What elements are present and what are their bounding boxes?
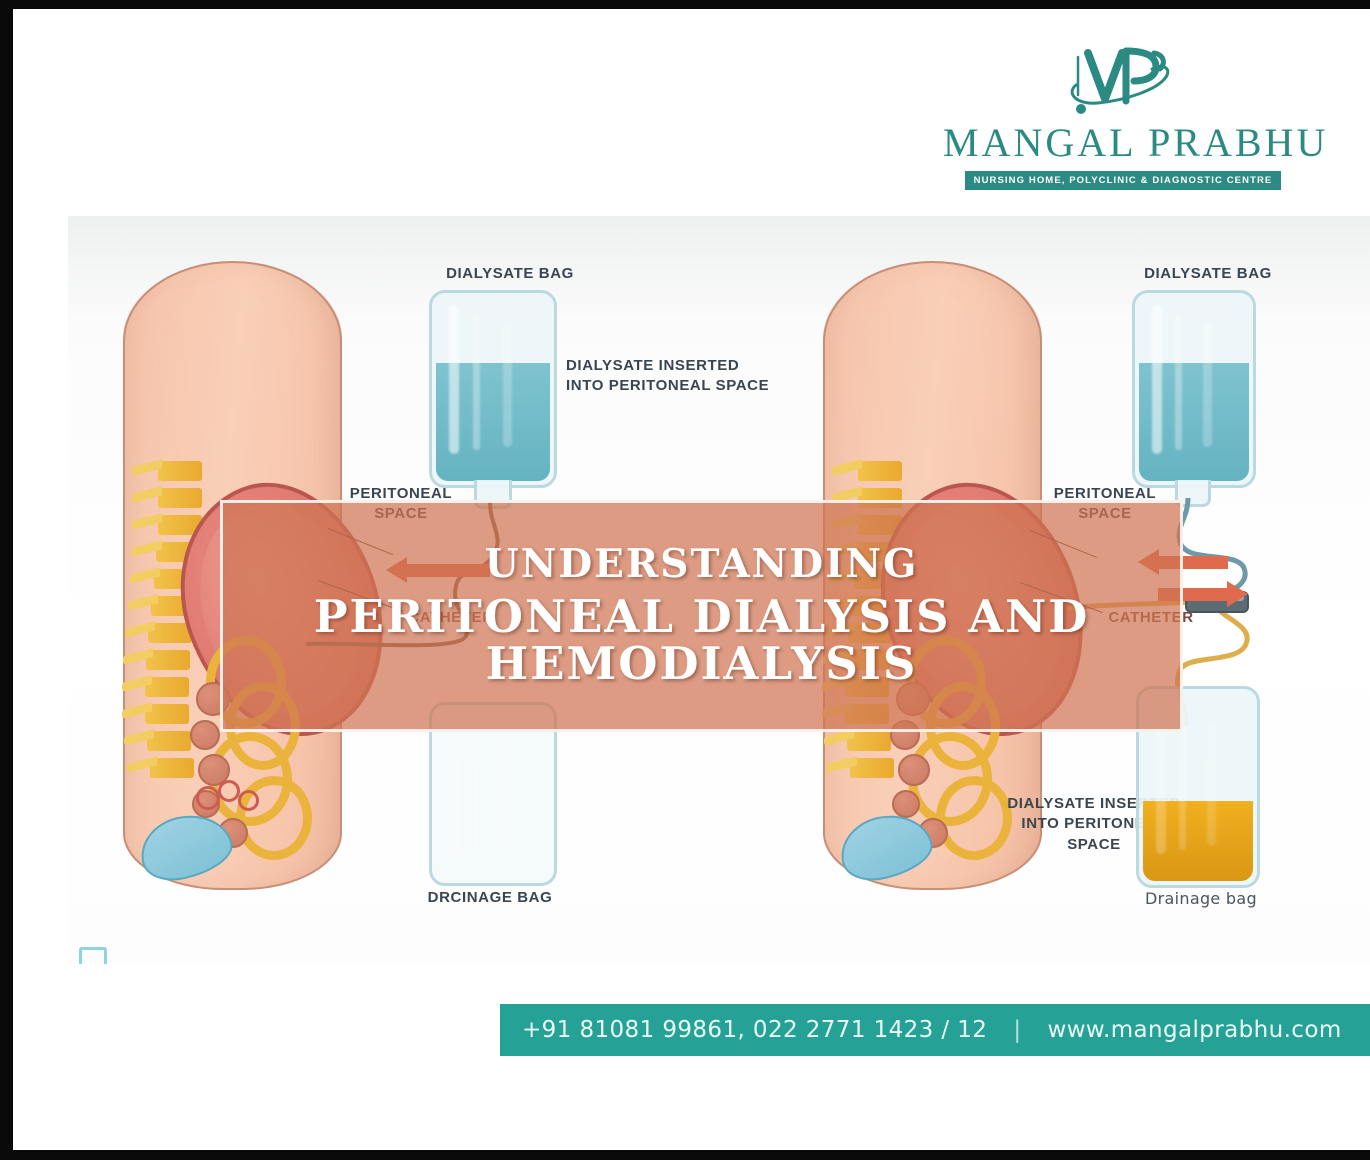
vessels-illustration (196, 776, 316, 886)
footer-phone[interactable]: +91 81081 99861, 022 2771 1423 / 12 (522, 1017, 988, 1043)
dialysate-bag-neck-right (1175, 480, 1211, 507)
footer-website[interactable]: www.mangalprabhu.com (1047, 1017, 1342, 1043)
label-dialysate-inserted-left: DIALYSATE INSERTED INTO PERITONEAL SPACE (566, 357, 770, 395)
footer-separator: | (1013, 1017, 1022, 1043)
monogram-icon (943, 43, 1303, 119)
brand-tagline: NURSING HOME, POLYCLINIC & DIAGNOSTIC CE… (964, 171, 1282, 190)
label-drainage-bag-left: DRCINAGE BAG (427, 889, 553, 906)
bracket-artifact-icon (79, 947, 107, 964)
title-line-1: UNDERSTANDING (484, 541, 919, 588)
brand-name: MANGAL PRABHU (943, 120, 1329, 165)
label-drainage-bag-right: Drainage bag (1145, 889, 1257, 908)
dialysate-bag-left (429, 290, 557, 488)
label-dialysate-bag-left: DIALYSATE BAG (446, 265, 574, 282)
slide-card: MANGAL PRABHU NURSING HOME, POLYCLINIC &… (13, 9, 1370, 1150)
dialysate-bag-right (1132, 290, 1256, 488)
contact-footer-bar: +91 81081 99861, 022 2771 1423 / 12 | ww… (500, 1004, 1370, 1056)
title-line-2: PERITONEAL DIALYSIS AND HEMODIALYSIS (313, 590, 1090, 691)
title-banner: UNDERSTANDING PERITONEAL DIALYSIS AND HE… (220, 500, 1183, 732)
vp-monogram-svg (1070, 47, 1170, 114)
brand-logo: MANGAL PRABHU NURSING HOME, POLYCLINIC &… (943, 43, 1329, 198)
label-dialysate-bag-right: DIALYSATE BAG (1144, 265, 1272, 282)
